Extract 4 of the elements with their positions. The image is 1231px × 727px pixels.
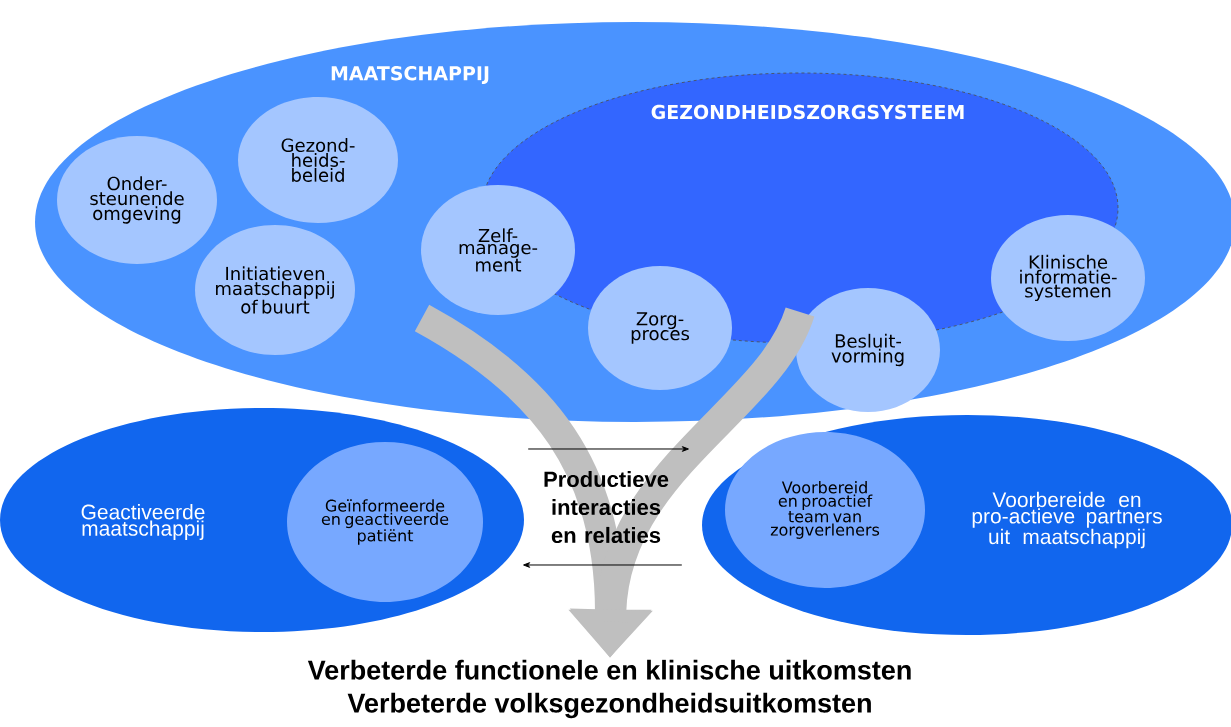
center-label: Productieve interacties en relaties	[544, 470, 669, 544]
outcome-text: Verbeterde functionele en klinische uitkomsten Verbeterde volksgezondheidsuitkomsten	[307, 659, 911, 719]
arrow	[527, 446, 689, 452]
arrow	[523, 562, 683, 568]
